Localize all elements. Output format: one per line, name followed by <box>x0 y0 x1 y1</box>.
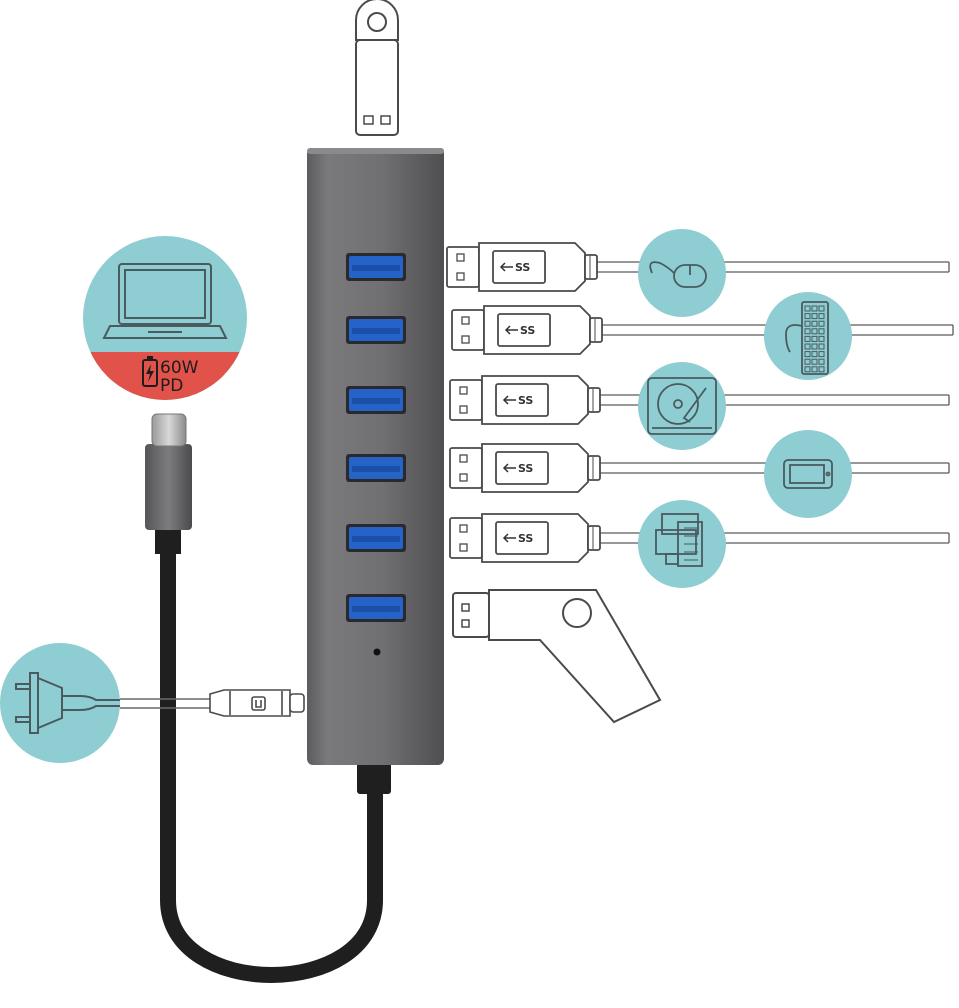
usb-c-plug-tip <box>151 413 187 447</box>
smartphone-icon <box>764 430 852 518</box>
superspeed-symbol-icon: SS <box>499 261 530 274</box>
host-cable-wire <box>160 540 383 983</box>
port-5-connection: SS <box>449 500 950 588</box>
superspeed-symbol-icon: SS <box>502 394 533 407</box>
connections: SS SS SS SS SS <box>446 229 954 588</box>
usb-a-plug[interactable] <box>446 242 598 292</box>
top-flash-drive[interactable] <box>355 0 399 136</box>
hub-cable-strain-relief <box>357 760 391 794</box>
superspeed-label: SS <box>518 394 533 407</box>
usb-a-plug[interactable] <box>451 305 603 355</box>
superspeed-label: SS <box>518 532 533 545</box>
superspeed-label: SS <box>520 324 535 337</box>
usb-a-plug[interactable] <box>449 375 601 425</box>
usb-port-4[interactable] <box>346 454 406 482</box>
usb-port-1[interactable] <box>346 253 406 281</box>
power-plug-icon <box>15 672 120 734</box>
hard-drive-icon <box>638 362 726 450</box>
battery-bolt-icon <box>142 356 158 387</box>
usb-c-plug-boot <box>155 528 181 554</box>
usb-port-6[interactable] <box>346 594 406 622</box>
keyboard-icon <box>764 292 852 380</box>
mouse-icon <box>638 229 726 317</box>
port-4-connection: SS <box>449 430 950 518</box>
superspeed-symbol-icon: SS <box>502 532 533 545</box>
usb-port-2[interactable] <box>346 316 406 344</box>
power-input <box>0 643 305 763</box>
superspeed-symbol-icon: SS <box>504 324 535 337</box>
hub-body <box>307 148 444 765</box>
usb-a-plug[interactable] <box>449 443 601 493</box>
watt-label: 60W <box>160 358 199 378</box>
power-plug-badge <box>0 643 120 763</box>
usb-c-plug-housing[interactable] <box>145 444 192 530</box>
port-1-connection: SS <box>446 229 950 317</box>
pd-label: PD <box>160 376 183 396</box>
usb-port-3[interactable] <box>346 386 406 414</box>
host-cable <box>145 413 391 983</box>
laptop-icon <box>102 263 228 339</box>
usb-a-plug[interactable] <box>449 513 601 563</box>
led-indicator <box>373 648 381 656</box>
superspeed-symbol-icon: SS <box>502 462 533 475</box>
usb-c-power-plug[interactable] <box>209 689 305 717</box>
superspeed-label: SS <box>515 261 530 274</box>
laptop-badge: 60W PD <box>83 236 247 400</box>
printer-icon <box>638 500 726 588</box>
port6-flash-drive[interactable] <box>452 589 662 724</box>
power-cable <box>120 698 210 709</box>
usb-port-5[interactable] <box>346 524 406 552</box>
port-2-connection: SS <box>451 292 954 380</box>
port-3-connection: SS <box>449 362 950 450</box>
superspeed-label: SS <box>518 462 533 475</box>
